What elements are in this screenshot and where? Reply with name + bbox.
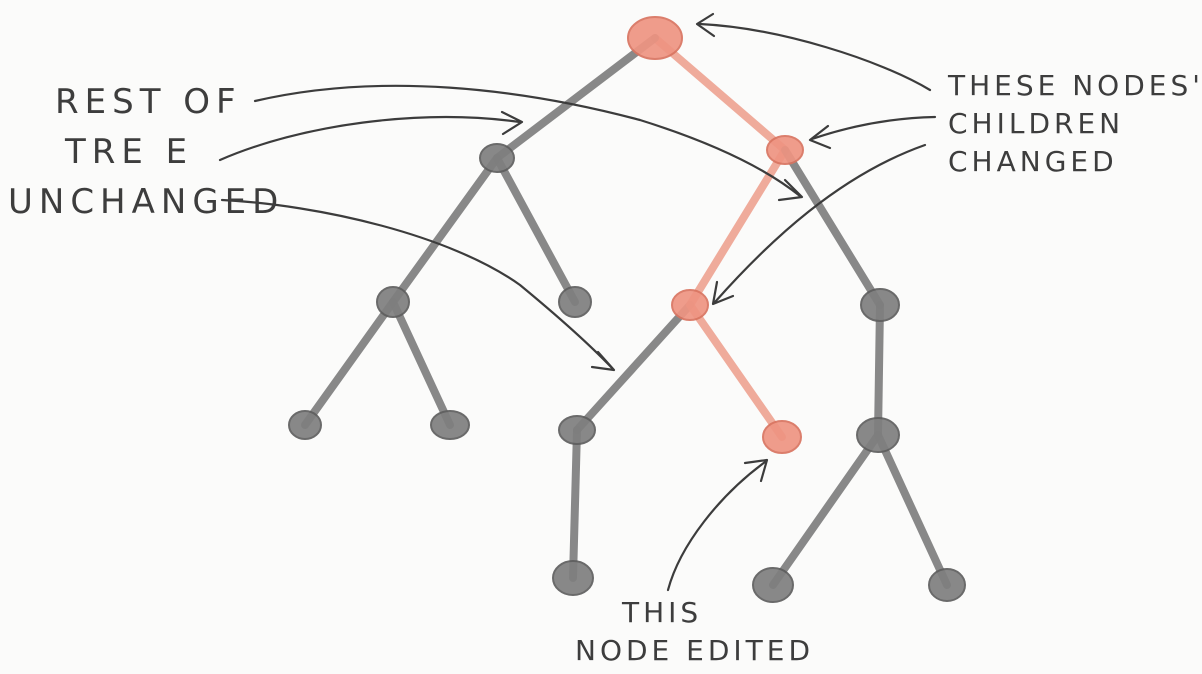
right-lower-node (856, 417, 900, 453)
right-node (860, 288, 900, 322)
arrowhead-bottom-to-edited-node (743, 458, 769, 483)
arrowhead-right-to-root (695, 12, 716, 38)
edge-middle-node-to-left-node (573, 301, 694, 434)
arrowhead-right-to-right-child (808, 124, 832, 150)
edge-left-node-to-bottom-leaf (569, 426, 581, 582)
left-child-node (479, 143, 515, 173)
annotation-right-line-3: CHANGED (948, 145, 1118, 178)
edge-left-grandchild-to-leaf-2 (389, 298, 454, 429)
edge-lower-node-to-leaf-right (874, 431, 951, 589)
edited-node (762, 420, 802, 454)
arrow-right-to-root (698, 22, 932, 92)
arrow-bottom-to-edited-node (666, 460, 767, 592)
right-child-node (766, 135, 804, 165)
bottom-leaf-node (552, 560, 594, 596)
bottom-right-leaf-2 (928, 568, 966, 602)
edge-right-node-to-lower-node (874, 301, 884, 439)
annotation-bottom: THIS NODE EDITED (575, 596, 814, 667)
arrowhead-left-to-left-child (500, 110, 524, 136)
arrow-left-to-subtree (220, 198, 614, 370)
leaf-node-2 (430, 410, 470, 440)
edge-root-to-left-child (493, 34, 659, 162)
edges (301, 34, 951, 589)
annotation-right-line-2: CHILDREN (948, 107, 1124, 140)
arrow-left-to-right-child (253, 84, 802, 198)
arrowhead-right-to-middle-node (711, 280, 735, 306)
middle-changed-node (671, 289, 709, 321)
edge-left-child-to-left-grandchild (389, 154, 501, 306)
edge-middle-node-to-edited-node (686, 301, 786, 441)
root-node (627, 16, 683, 60)
edge-root-to-right-child (651, 34, 789, 154)
annotation-right-line-1: THESE NODES' (947, 69, 1202, 102)
arrowhead-left-to-right-child (777, 178, 804, 202)
annotation-left: REST OF TRE E UNCHANGED (8, 82, 284, 222)
annotation-left-line-3: UNCHANGED (8, 182, 284, 222)
arrow-right-to-middle-node (713, 143, 927, 304)
annotation-bottom-line-2: NODE EDITED (575, 634, 814, 667)
annotation-right: THESE NODES' CHILDREN CHANGED (947, 69, 1202, 178)
left-leaf-node (558, 286, 592, 318)
nodes (288, 16, 966, 603)
edge-lower-node-to-leaf-left (769, 431, 882, 589)
arrow-left-to-left-child (218, 116, 522, 162)
arrow-right-to-right-child (810, 115, 937, 141)
edge-left-grandchild-to-leaf-1 (301, 298, 397, 429)
edge-left-child-to-leaf (493, 154, 579, 306)
arrowhead-left-to-subtree (590, 350, 616, 372)
leaf-node-1 (288, 410, 322, 440)
left-grandchild-node (376, 286, 410, 318)
annotation-arrows (218, 12, 937, 592)
edge-right-child-to-middle-node (686, 146, 789, 309)
annotation-left-line-2: TRE E (64, 132, 193, 172)
bottom-right-leaf-1 (752, 567, 794, 603)
annotation-left-line-1: REST OF (55, 82, 242, 122)
edge-right-child-to-right-node (781, 146, 884, 309)
annotation-bottom-line-1: THIS (621, 596, 702, 629)
left-lower-node (558, 415, 596, 445)
